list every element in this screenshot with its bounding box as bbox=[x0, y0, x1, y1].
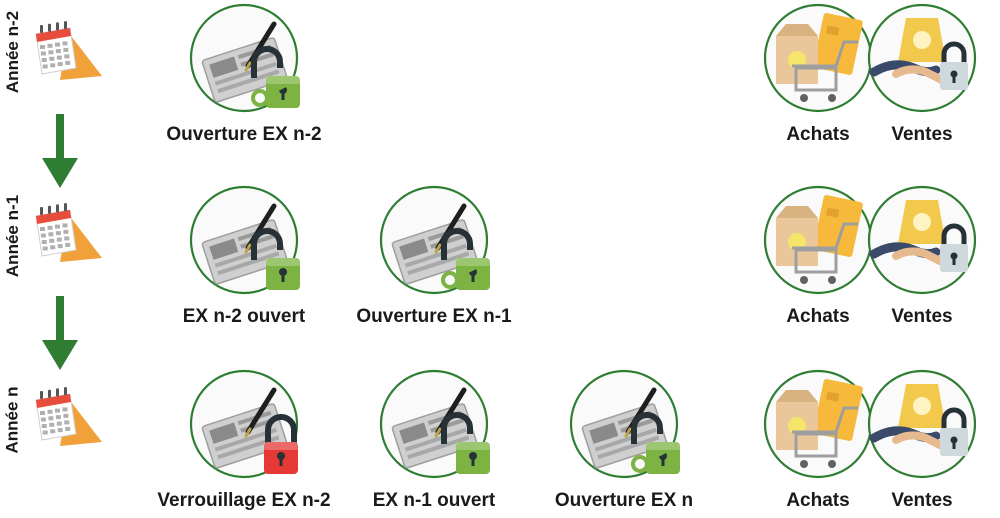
calendar-icon bbox=[30, 386, 106, 450]
padlock-open-icon bbox=[251, 228, 300, 290]
purchases-node bbox=[762, 184, 874, 296]
down-arrow-icon bbox=[38, 114, 82, 190]
ledger-caption: EX n-1 ouvert bbox=[372, 490, 496, 511]
ledger-caption: Verrouillage EX n-2 bbox=[157, 490, 331, 511]
padlock-open-icon bbox=[251, 46, 300, 108]
padlock-closed-icon bbox=[264, 414, 298, 474]
year-label: Année n-1 bbox=[3, 194, 22, 278]
ledger-caption: Ouverture EX n-2 bbox=[166, 124, 322, 145]
purchases-node bbox=[762, 368, 874, 480]
key-icon bbox=[251, 84, 286, 107]
ledger-open-node bbox=[188, 184, 300, 296]
down-arrow-icon bbox=[38, 296, 82, 372]
sales-node bbox=[866, 184, 978, 296]
year-label: Année n bbox=[3, 386, 22, 454]
sales-node bbox=[866, 2, 978, 114]
calendar-icon bbox=[30, 202, 106, 266]
calendar-icon bbox=[30, 20, 106, 84]
ledger-caption: Ouverture EX n bbox=[554, 490, 694, 511]
purchases-node bbox=[762, 2, 874, 114]
ledger-opening-node bbox=[568, 368, 680, 480]
ledger-locked-node bbox=[188, 368, 300, 480]
ledger-opening-node bbox=[378, 184, 490, 296]
padlock-open-icon bbox=[631, 412, 680, 474]
key-icon bbox=[631, 450, 666, 473]
padlock-open-icon bbox=[441, 412, 490, 474]
purchases-caption: Achats bbox=[786, 124, 850, 145]
year-label: Année n-2 bbox=[3, 10, 22, 94]
padlock-open-icon bbox=[441, 228, 490, 290]
sales-caption: Ventes bbox=[891, 490, 953, 511]
key-icon bbox=[441, 266, 476, 289]
purchases-caption: Achats bbox=[786, 306, 850, 327]
sales-caption: Ventes bbox=[891, 124, 953, 145]
ledger-caption: EX n-2 ouvert bbox=[182, 306, 306, 327]
ledger-opening-node bbox=[188, 2, 300, 114]
sales-caption: Ventes bbox=[891, 306, 953, 327]
purchases-caption: Achats bbox=[786, 490, 850, 511]
ledger-caption: Ouverture EX n-1 bbox=[356, 306, 512, 327]
ledger-open-node bbox=[378, 368, 490, 480]
sales-node bbox=[866, 368, 978, 480]
